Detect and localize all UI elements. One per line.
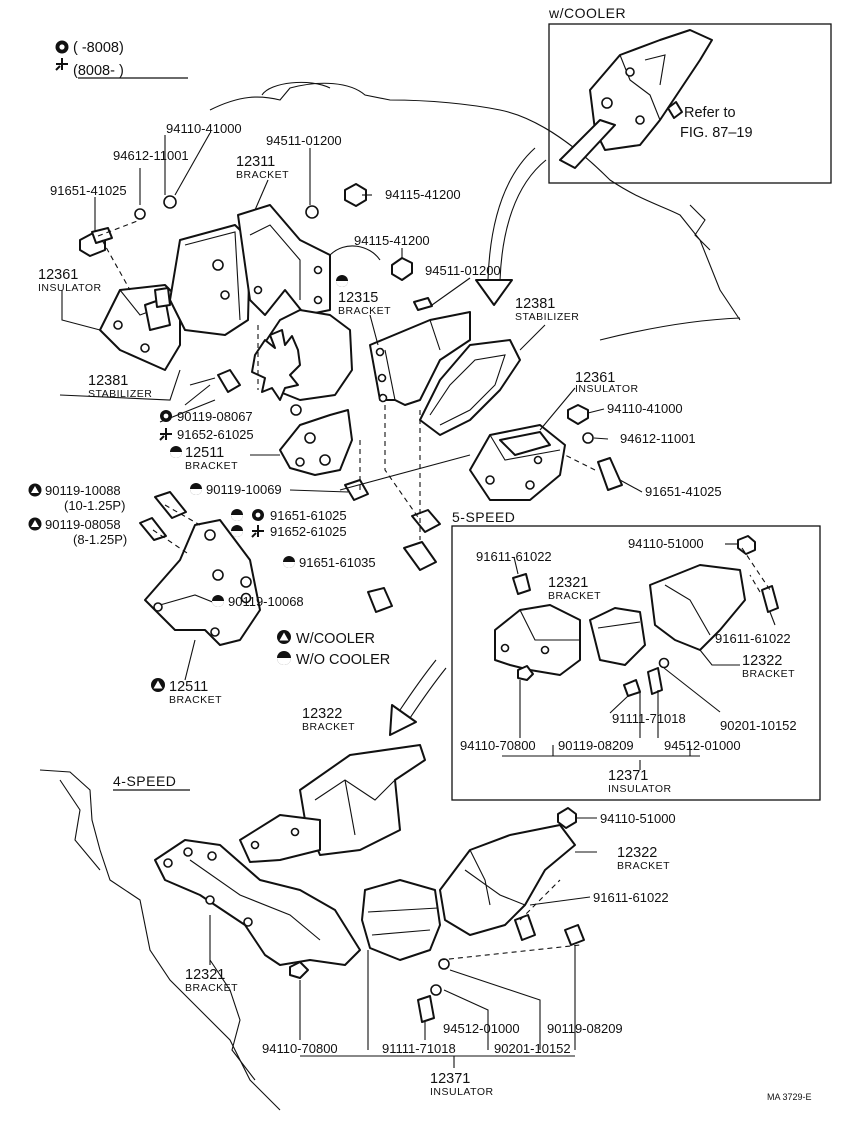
s5-label-12371-cap: INSULATOR (608, 783, 672, 795)
reference-arrow-lower (389, 659, 447, 736)
label-94115-41200-b: 94115-41200 (354, 233, 430, 248)
s5-label-90201-10152: 90201-10152 (720, 718, 797, 733)
s4-label-12322-right-cap: BRACKET (617, 860, 670, 872)
insulator-12361-right (469, 424, 566, 501)
engine-bracket-block (169, 224, 251, 336)
bracket-12315 (369, 311, 471, 406)
label-90119-08067: 90119-08067 (177, 409, 253, 424)
s5-label-12322-cap: BRACKET (742, 668, 795, 680)
s4-label-12321-cap: BRACKET (185, 982, 238, 994)
label-90119-10068: 90119-10068 (228, 594, 304, 609)
label-91651-41025-right: 91651-41025 (645, 484, 722, 499)
label-94511-01200-top: 94511-01200 (266, 133, 342, 148)
date-legend-a: ( -8008) (73, 40, 124, 56)
s4-label-94110-70800: 94110-70800 (262, 1041, 338, 1056)
label-90119-08058: 90119-08058 (45, 517, 121, 532)
four-speed-section: 4-SPEED (113, 706, 676, 1098)
bracket-12511-bottom (144, 519, 261, 646)
s5-label-94110-70800: 94110-70800 (460, 738, 536, 753)
bracket-12311 (237, 204, 331, 316)
label-91651-41025-top: 91651-41025 (50, 183, 127, 198)
label-90119-10088-size: (10-1.25P) (64, 498, 125, 513)
label-12361-left: 12361 (38, 267, 78, 283)
label-12315-cap: BRACKET (338, 305, 391, 317)
date-legend: ( -8008) (8008- ) (55, 40, 188, 79)
label-94115-41200-a: 94115-41200 (385, 187, 461, 202)
label-94110-41000-top: 94110-41000 (166, 121, 242, 136)
s4-label-90119-08209: 90119-08209 (547, 1021, 623, 1036)
label-90119-08058-size: (8-1.25P) (73, 532, 127, 547)
s4-label-12322-top: 12322 (302, 706, 342, 722)
s5-label-90119-08209: 90119-08209 (558, 738, 634, 753)
date-legend-b: (8008- ) (73, 63, 124, 79)
s4-label-12322-top-cap: BRACKET (302, 721, 355, 733)
label-90119-10088: 90119-10088 (45, 483, 121, 498)
s4-label-12371-cap: INSULATOR (430, 1086, 494, 1098)
label-94110-41000-right: 94110-41000 (607, 401, 683, 416)
five-speed-title: 5-SPEED (452, 509, 515, 525)
label-91651-61035: 91651-61035 (299, 555, 376, 570)
bracket-12511-top (279, 409, 353, 476)
label-12511-top-cap: BRACKET (185, 460, 238, 472)
cooler-inset: w/COOLER Refer to FIG. 87–19 (548, 5, 832, 184)
label-12315: 12315 (338, 290, 378, 306)
label-12381-left: 12381 (88, 373, 128, 389)
label-94612-11001-right: 94612-11001 (620, 431, 696, 446)
cooler-legend-w: W/COOLER (296, 631, 375, 647)
label-12311-cap: BRACKET (236, 169, 289, 181)
s4-label-91111-71018: 91111-71018 (382, 1041, 456, 1056)
upper-dashed-leaders (97, 219, 596, 556)
label-91651-61025: 91651-61025 (270, 508, 347, 523)
alternator (251, 309, 353, 416)
reference-arrow-upper (475, 147, 547, 306)
s4-label-90201-10152: 90201-10152 (494, 1041, 571, 1056)
label-12511-bottom-cap: BRACKET (169, 694, 222, 706)
s4-label-12371: 12371 (430, 1071, 470, 1087)
s5-label-91611-61022-b: 91611-61022 (715, 631, 791, 646)
upper-leader-lines (59, 132, 643, 493)
s5-label-94110-51000: 94110-51000 (628, 536, 704, 551)
cooler-legend: W/COOLER W/O COOLER (277, 630, 390, 668)
upper-fasteners (79, 183, 623, 613)
label-12381-left-cap: STABILIZER (88, 388, 152, 400)
label-12511-top: 12511 (185, 445, 224, 461)
label-12381-right: 12381 (515, 296, 555, 312)
label-12381-right-cap: STABILIZER (515, 311, 579, 323)
s4-label-94512-01000: 94512-01000 (443, 1021, 520, 1036)
s5-label-12322: 12322 (742, 653, 782, 669)
cooler-refer-line2: FIG. 87–19 (680, 125, 753, 141)
engine-outline (209, 81, 741, 341)
s4-label-94110-51000: 94110-51000 (600, 811, 676, 826)
s5-label-94512-01000: 94512-01000 (664, 738, 741, 753)
s4-label-12322-right: 12322 (617, 845, 657, 861)
label-94511-01200-b: 94511-01200 (425, 263, 501, 278)
stabilizer-12381-right (419, 339, 521, 436)
s5-label-12371: 12371 (608, 768, 648, 784)
label-91652-61025-b: 91652-61025 (270, 524, 347, 539)
upper-labels: 94110-41000 94612-11001 91651-41025 1231… (28, 121, 722, 706)
s5-label-12321: 12321 (548, 575, 588, 591)
s5-label-91111-71018: 91111-71018 (612, 711, 686, 726)
label-12311: 12311 (236, 154, 275, 170)
four-speed-title: 4-SPEED (113, 773, 176, 789)
label-12361-left-cap: INSULATOR (38, 282, 102, 294)
label-90119-10069: 90119-10069 (206, 482, 282, 497)
label-94612-11001-top: 94612-11001 (113, 148, 189, 163)
s4-label-91611-61022: 91611-61022 (593, 890, 669, 905)
cooler-legend-wo: W/O COOLER (296, 652, 390, 668)
five-speed-inset: 5-SPEED 94110-51000 (451, 509, 821, 801)
label-12511-bottom: 12511 (169, 679, 208, 695)
s4-label-12321: 12321 (185, 967, 225, 983)
s5-label-12321-cap: BRACKET (548, 590, 601, 602)
transmission-outline (39, 769, 281, 1111)
cooler-refer-line1: Refer to (684, 105, 736, 121)
cooler-inset-title: w/COOLER (548, 5, 626, 21)
s5-label-91611-61022-a: 91611-61022 (476, 549, 552, 564)
insulator-12361-left (99, 284, 181, 371)
label-91652-61025-a: 91652-61025 (177, 427, 254, 442)
label-12361-right: 12361 (575, 370, 615, 386)
label-12361-right-cap: INSULATOR (575, 383, 639, 395)
figure-code: MA 3729-E (767, 1092, 812, 1102)
